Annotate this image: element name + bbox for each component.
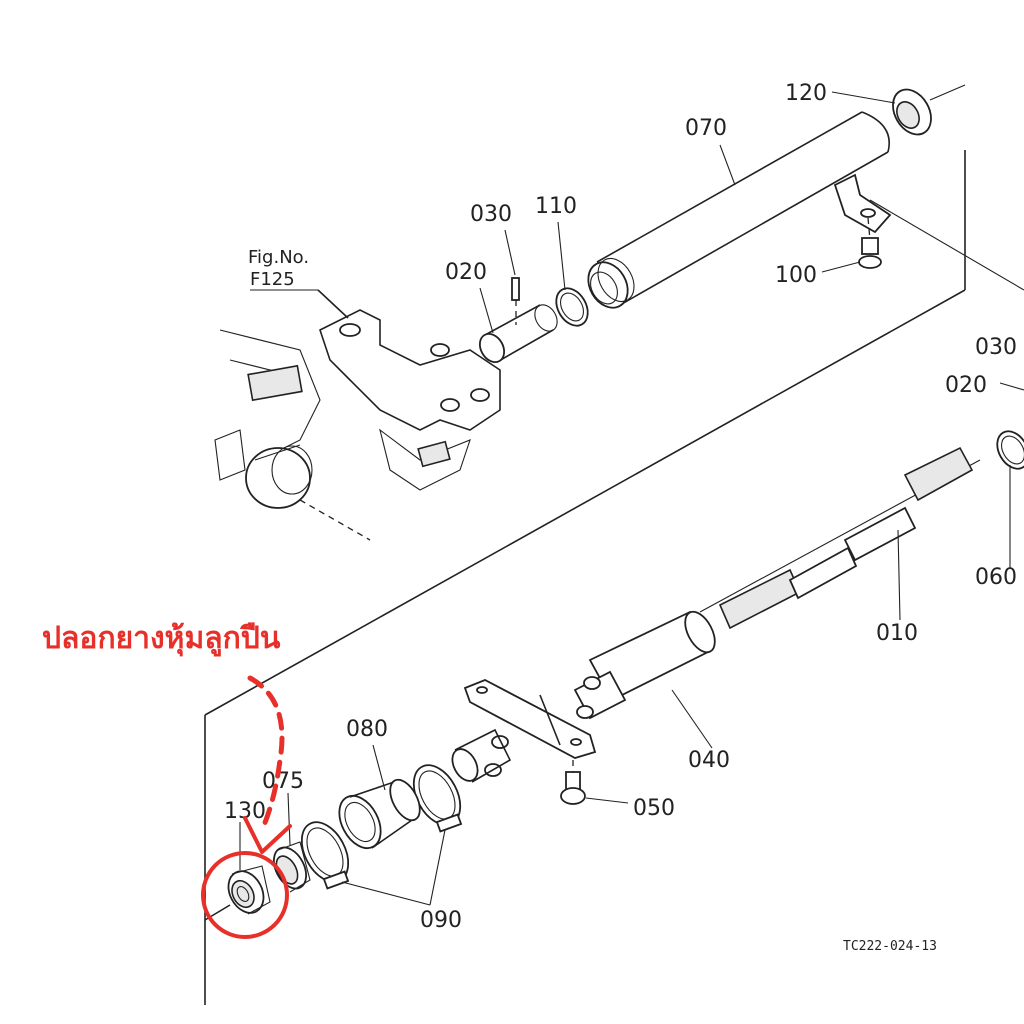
oring-060 [996, 430, 1024, 470]
shaft-010 [699, 446, 981, 630]
oring-110 [555, 287, 589, 327]
label-075: 075 [262, 769, 304, 794]
annotation-text: ปลอกยางหุ้มลูกปืน [42, 621, 281, 657]
label-120: 120 [785, 81, 827, 106]
shaft-040 [463, 610, 716, 805]
label-070: 070 [685, 116, 727, 141]
label-060: 060 [975, 565, 1017, 590]
sleeve-small [451, 728, 512, 783]
clamp-090-lower [300, 821, 350, 890]
drawing-code: TC222-024-13 [843, 939, 937, 954]
label-090: 090 [420, 908, 462, 933]
figure-reference: Fig.No. F125 [248, 247, 318, 291]
label-110: 110 [535, 194, 577, 219]
boot-080 [338, 778, 421, 850]
label-040: 040 [688, 748, 730, 773]
annotation-arrow-path [247, 675, 285, 833]
part-labels: 120 070 110 030 020 100 030 020 060 010 … [224, 81, 1017, 933]
frame-lines [204, 150, 1024, 1005]
annotation-arrow-head [243, 816, 292, 854]
bearing-120 [892, 84, 966, 136]
label-010: 010 [876, 621, 918, 646]
red-annotation: ปลอกยางหุ้มลูกปืน [42, 621, 292, 939]
tube-070 [587, 111, 892, 309]
annotation-circle [201, 851, 289, 939]
leader-lines [239, 91, 1024, 906]
bolt-100 [858, 237, 882, 269]
fig-ref-line2: F125 [250, 269, 295, 290]
housing-f125 [214, 289, 501, 541]
label-020-right: 020 [945, 373, 987, 398]
label-030-top: 030 [470, 202, 512, 227]
fig-ref-line1: Fig.No. [248, 247, 309, 268]
label-080: 080 [346, 717, 388, 742]
sleeve-020-top [478, 277, 558, 364]
bearing-130 [204, 865, 271, 921]
label-100: 100 [775, 263, 817, 288]
label-020-top: 020 [445, 260, 487, 285]
label-050: 050 [633, 796, 675, 821]
label-030-right: 030 [975, 335, 1017, 360]
